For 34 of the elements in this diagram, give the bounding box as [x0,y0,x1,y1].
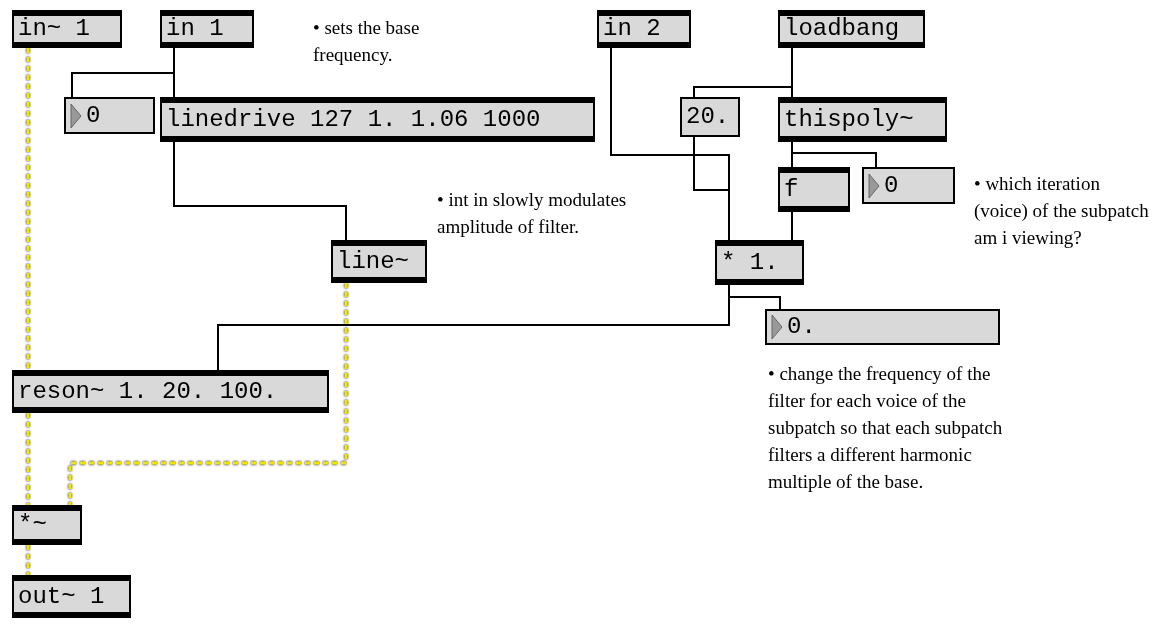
message-box: 20. [680,97,740,137]
signal-patch-cord [68,283,348,505]
number-value: 0 [884,173,899,198]
signal-patch-cord [26,545,30,575]
object-box: in 1 [160,10,254,48]
object-box: in 2 [597,10,691,48]
patch-cord [173,47,175,98]
object-box: linedrive 127 1. 1.06 1000 [160,97,595,142]
object-box: thispoly~ [778,97,947,142]
object-box: * 1. [715,240,804,285]
comment-text: • which iteration (voice) of the subpatch am i viewing? [974,172,1150,250]
patch-cord [791,47,793,98]
comment-text: • int in slowly modulates amplitude of filter. [437,188,628,239]
patch-cord [791,211,793,241]
patch-cord [693,136,730,241]
object-box: f [778,167,850,212]
comment-text: • sets the base frequency. [313,16,421,67]
patch-cord [791,141,877,168]
patch-cord [728,284,781,310]
object-box: reson~ 1. 20. 100. [12,370,329,413]
number-box [64,97,155,134]
object-box: in~ 1 [12,10,122,48]
signal-patch-cord [26,48,30,370]
number-box [765,309,1000,345]
object-box: out~ 1 [12,575,131,618]
object-box: loadbang [778,10,925,48]
object-box: line~ [331,240,427,283]
number-value: 0 [86,103,101,128]
number-box [862,167,955,204]
object-box: *~ [12,505,82,545]
patch-cord [173,141,347,241]
signal-patch-cord [26,413,30,505]
number-value: 0. [787,315,816,339]
comment-text: • change the frequency of the filter for each voice of the subpatch so that each subpatch filters a different harmonic multiple of the base. [768,362,1004,494]
